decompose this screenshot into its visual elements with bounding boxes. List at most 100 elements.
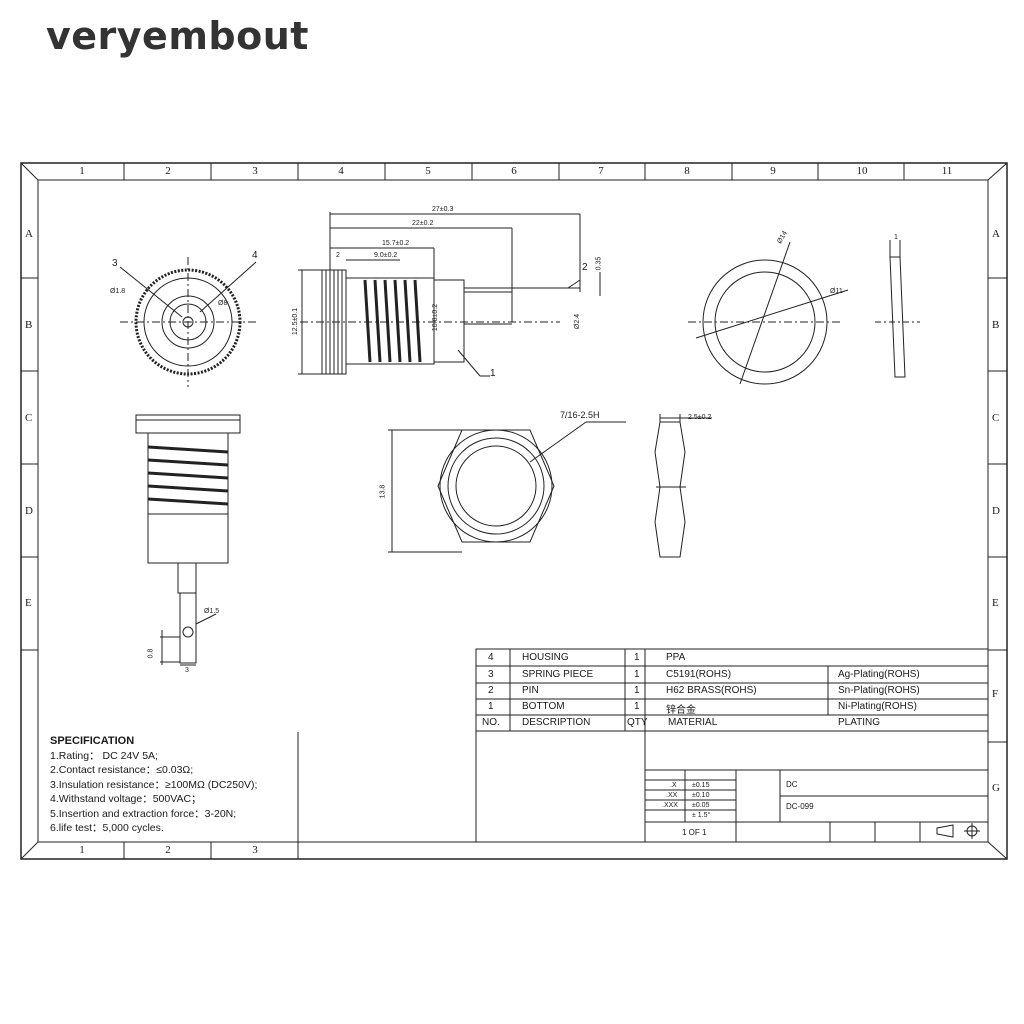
dim-2-4: Ø2.4: [574, 313, 582, 330]
row-label: A: [25, 228, 33, 240]
row-label: B: [25, 319, 33, 331]
col-label: 1: [79, 165, 85, 177]
dim-22: 22±0.2: [412, 220, 434, 227]
tol-val: ±0.05: [692, 802, 710, 809]
row-no: 1: [488, 701, 494, 712]
front-view-jack: [119, 257, 257, 387]
hex-nut-side-view: [654, 414, 712, 558]
drawing-part-no: DC-099: [786, 802, 814, 811]
row-qty: 1: [634, 652, 640, 663]
dim-10-8: 10.8±0.2: [432, 303, 440, 332]
col-label: 2: [165, 165, 171, 177]
col-label: 6: [511, 165, 517, 177]
row-material: 锌合金: [666, 705, 696, 716]
col-label: 10: [856, 165, 868, 177]
row-desc: SPRING PIECE: [522, 669, 594, 680]
row-qty: 1: [634, 701, 640, 712]
dim-pin-w: 3: [185, 667, 189, 674]
washer-front-view: [688, 241, 849, 385]
dim-thread: 7/16-2.5H: [560, 410, 600, 420]
dim-0-35: 0.35: [595, 256, 603, 271]
side-view-jack: [298, 212, 601, 377]
right-row-label: D: [992, 505, 1000, 517]
dim-8: Ø8: [218, 300, 228, 307]
row-desc: HOUSING: [522, 652, 569, 663]
brand-watermark: veryembout: [46, 14, 309, 58]
callout-2: 2: [582, 262, 588, 273]
header-desc: DESCRIPTION: [522, 717, 591, 728]
dim-15-7: 15.7±0.2: [382, 240, 410, 247]
col-label: 9: [770, 165, 776, 177]
dim-pin-hole: Ø1.5: [204, 608, 220, 615]
right-row-label: B: [992, 319, 1000, 331]
col-label: 11: [941, 165, 953, 177]
dim-11: Ø11: [830, 288, 843, 295]
spec-item: 3.Insulation resistance：≥100MΩ (DC250V);: [50, 778, 258, 791]
row-no: 4: [488, 652, 494, 663]
dim-nut-t: 2.5±0.2: [688, 414, 712, 421]
dim-pin-h: 0.8: [147, 648, 155, 659]
row-material: PPA: [666, 652, 686, 663]
drawing-name: DC: [786, 780, 798, 789]
jack-body-view: [135, 414, 241, 666]
projection-symbol: [936, 823, 980, 839]
sheet-count: 1 OF 1: [682, 828, 707, 837]
dim-2: 2: [336, 252, 340, 259]
parts-table-lines: [475, 648, 989, 843]
right-row-label: G: [992, 782, 1000, 794]
right-row-label: A: [992, 228, 1000, 240]
row-desc: BOTTOM: [522, 701, 565, 712]
row-material: C5191(ROHS): [666, 669, 732, 680]
dim-1-8: Ø1.8: [110, 288, 126, 295]
dim-nut-h: 13.8: [379, 484, 387, 499]
bottom-col-label: 1: [79, 844, 85, 856]
col-label: 3: [252, 165, 258, 177]
bottom-col-label: 3: [252, 844, 258, 856]
col-label: 4: [338, 165, 344, 177]
row-no: 3: [488, 669, 494, 680]
tol-val: ±0.15: [692, 782, 710, 789]
washer-side-view: [875, 240, 920, 378]
row-label: E: [25, 597, 32, 609]
tol-val: ±0.10: [692, 792, 710, 799]
outer-frame: [20, 162, 1008, 860]
col-label: 8: [684, 165, 690, 177]
right-row-label: F: [992, 688, 999, 700]
spec-item: 2.Contact resistance：≤0.03Ω;: [50, 764, 194, 776]
tol-key: .XX: [666, 792, 678, 799]
right-row-label: C: [992, 412, 1000, 424]
row-desc: PIN: [522, 685, 539, 696]
hex-nut-front-view: [388, 421, 626, 553]
row-qty: 1: [634, 669, 640, 680]
row-plating: Ni-Plating(ROHS): [838, 701, 917, 712]
tol-key: .XXX: [662, 802, 678, 809]
row-plating: Sn-Plating(ROHS): [838, 685, 920, 696]
dim-12-5: 12.5±0.1: [292, 307, 300, 336]
spec-item: 1.Rating： DC 24V 5A;: [50, 749, 158, 762]
callout-4: 4: [252, 250, 258, 261]
header-no: NO.: [482, 717, 500, 728]
callout-1: 1: [490, 368, 496, 379]
header-qty: QTY: [627, 717, 648, 728]
drawing-sheet: 1 2 3 4 5 6 7 8 9 10 11 1 2 3 A B C D E …: [20, 162, 1008, 860]
specification-block: SPECIFICATION 1.Rating： DC 24V 5A; 2.Con…: [50, 734, 257, 836]
spec-item: 5.Insertion and extraction force：3-20N;: [50, 807, 237, 820]
callout-3: 3: [112, 258, 118, 269]
dim-overall: 27±0.3: [432, 206, 454, 213]
right-row-label: E: [992, 597, 999, 609]
specification-title: SPECIFICATION: [50, 735, 135, 747]
row-material: H62 BRASS(ROHS): [666, 685, 757, 696]
tol-val: ± 1.5°: [692, 812, 711, 819]
header-plating: PLATING: [838, 717, 881, 728]
col-label: 5: [425, 165, 431, 177]
row-label: C: [25, 412, 33, 424]
spec-item: 6.life test：5,000 cycles.: [50, 822, 164, 834]
bottom-col-label: 2: [165, 844, 171, 856]
tol-key: .X: [670, 782, 677, 789]
row-plating: Ag-Plating(ROHS): [838, 669, 920, 680]
col-label: 7: [598, 165, 604, 177]
drawing-svg: [20, 162, 1008, 860]
row-label: D: [25, 505, 33, 517]
dim-washer-t: 1: [894, 234, 898, 241]
row-qty: 1: [634, 685, 640, 696]
